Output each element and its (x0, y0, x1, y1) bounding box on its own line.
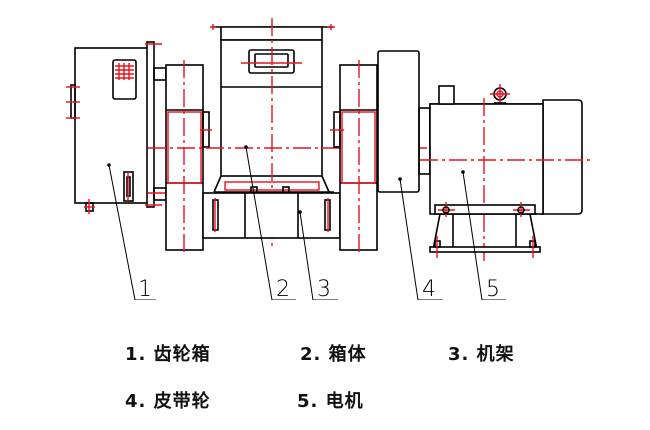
motor (420, 84, 590, 262)
callout-3: 3 (298, 210, 338, 300)
legend-label: 1. 齿轮箱 (125, 344, 211, 365)
legend-label: 2. 箱体 (300, 344, 367, 365)
legend-label: 5. 电机 (297, 391, 364, 412)
right-bearing-housing (330, 60, 378, 256)
callout-number: 4 (422, 277, 436, 300)
motor-base (429, 213, 541, 258)
frame (202, 192, 341, 239)
callout-number: 1 (138, 277, 152, 300)
legend-item-box-body: 2. 箱体 (300, 340, 367, 366)
callout-2: 2 (244, 145, 296, 300)
callout-4: 4 (398, 177, 443, 300)
callout-1: 1 (107, 163, 156, 300)
legend-item-frame: 3. 机架 (448, 340, 515, 366)
left-bearing-housing (165, 60, 212, 256)
control-panel-grid (115, 63, 134, 80)
callout-number: 5 (486, 277, 500, 300)
legend-item-gearbox: 1. 齿轮箱 (125, 340, 211, 366)
gearbox (66, 41, 167, 214)
lifting-eye (490, 84, 510, 104)
box-body (148, 18, 430, 250)
belt-pulley (377, 50, 431, 193)
control-panel (112, 59, 137, 100)
callout-number: 3 (317, 277, 331, 300)
terminal-box (438, 85, 455, 105)
callout-5: 5 (461, 170, 506, 300)
machine-drawing: 1 2 3 4 5 (66, 18, 590, 300)
legend-item-pulley: 4. 皮带轮 (125, 387, 211, 413)
gearbox-flange (146, 41, 155, 208)
motor-fan-cover (542, 99, 583, 215)
legend-label: 3. 机架 (448, 344, 515, 365)
legend-item-motor: 5. 电机 (297, 387, 364, 413)
callout-number: 2 (276, 277, 290, 300)
legend-label: 4. 皮带轮 (125, 391, 211, 412)
